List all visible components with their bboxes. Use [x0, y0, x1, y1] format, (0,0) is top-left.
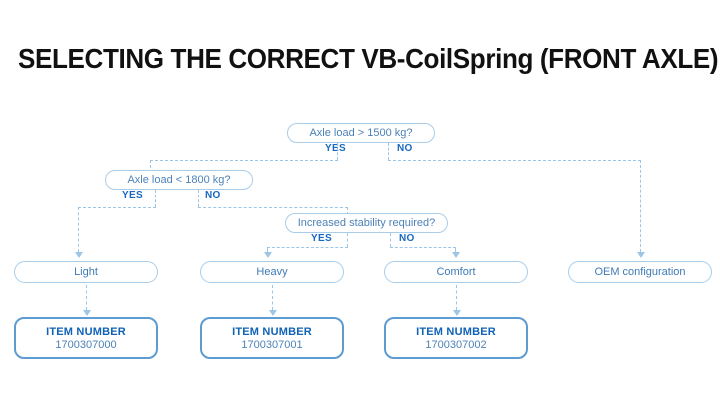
connector-d1-yes-horizontal: [150, 160, 338, 161]
item-number-light[interactable]: ITEM NUMBER 1700307000: [14, 317, 158, 359]
page-title: SELECTING THE CORRECT VB-CoilSpring (FRO…: [18, 43, 719, 74]
connector-d3-yes-horizontal: [267, 247, 348, 248]
connector-d3-no-drop: [455, 247, 456, 252]
decision-axle-load-1500[interactable]: Axle load > 1500 kg?: [287, 123, 435, 143]
item-number-light-value: 1700307000: [55, 338, 117, 351]
connector-comfort-to-item-arrow: [453, 310, 461, 316]
connector-heavy-to-item-arrow: [269, 310, 277, 316]
decision-axle-load-1800-yes-label: YES: [122, 190, 143, 201]
item-number-comfort-value: 1700307002: [425, 338, 487, 351]
result-heavy[interactable]: Heavy: [200, 261, 344, 283]
connector-d1-no-horizontal: [388, 160, 641, 161]
connector-d2-yes-stub: [155, 190, 156, 207]
decision-axle-load-1800-label: Axle load < 1800 kg?: [127, 174, 231, 186]
connector-d3-yes-stub: [347, 233, 348, 247]
connector-light-to-item-arrow: [83, 310, 91, 316]
decision-axle-load-1500-no-label: NO: [397, 143, 413, 154]
result-oem[interactable]: OEM configuration: [568, 261, 712, 283]
decision-axle-load-1800-no-label: NO: [205, 190, 221, 201]
decision-increased-stability-no-label: NO: [399, 233, 415, 244]
connector-heavy-to-item: [272, 285, 273, 310]
result-comfort-label: Comfort: [436, 266, 476, 278]
connector-d3-yes-drop: [267, 247, 268, 252]
decision-increased-stability[interactable]: Increased stability required?: [285, 213, 448, 233]
connector-d1-yes-stub: [337, 143, 338, 160]
decision-axle-load-1500-yes-label: YES: [325, 143, 346, 154]
decision-axle-load-1500-label: Axle load > 1500 kg?: [309, 127, 413, 139]
item-number-comfort-title: ITEM NUMBER: [416, 325, 496, 338]
item-number-light-title: ITEM NUMBER: [46, 325, 126, 338]
decision-axle-load-1800[interactable]: Axle load < 1800 kg?: [105, 170, 253, 190]
connector-d2-yes-arrow: [75, 252, 83, 258]
connector-d1-no-arrow: [637, 252, 645, 258]
result-comfort[interactable]: Comfort: [384, 261, 528, 283]
connector-comfort-to-item: [456, 285, 457, 310]
connector-d1-no-drop: [640, 160, 641, 252]
connector-d2-no-stub: [198, 190, 199, 207]
item-number-comfort[interactable]: ITEM NUMBER 1700307002: [384, 317, 528, 359]
item-number-heavy-title: ITEM NUMBER: [232, 325, 312, 338]
decision-increased-stability-yes-label: YES: [311, 233, 332, 244]
decision-increased-stability-label: Increased stability required?: [297, 217, 436, 229]
result-oem-label: OEM configuration: [594, 266, 686, 278]
result-light-label: Light: [74, 266, 98, 278]
connector-d3-no-horizontal: [390, 247, 456, 248]
connector-d3-yes-arrow: [264, 252, 272, 258]
result-heavy-label: Heavy: [256, 266, 288, 278]
connector-d2-no-horizontal: [198, 207, 348, 208]
item-number-heavy[interactable]: ITEM NUMBER 1700307001: [200, 317, 344, 359]
connector-d2-yes-horizontal: [78, 207, 156, 208]
item-number-heavy-value: 1700307001: [241, 338, 303, 351]
connector-d1-no-stub: [388, 143, 389, 160]
connector-d2-yes-drop: [78, 207, 79, 252]
connector-d3-no-stub: [390, 233, 391, 247]
connector-light-to-item: [86, 285, 87, 310]
connector-d2-no-drop: [347, 207, 348, 215]
connector-d1-yes-drop: [150, 160, 151, 173]
connector-d3-no-arrow: [452, 252, 460, 258]
result-light[interactable]: Light: [14, 261, 158, 283]
